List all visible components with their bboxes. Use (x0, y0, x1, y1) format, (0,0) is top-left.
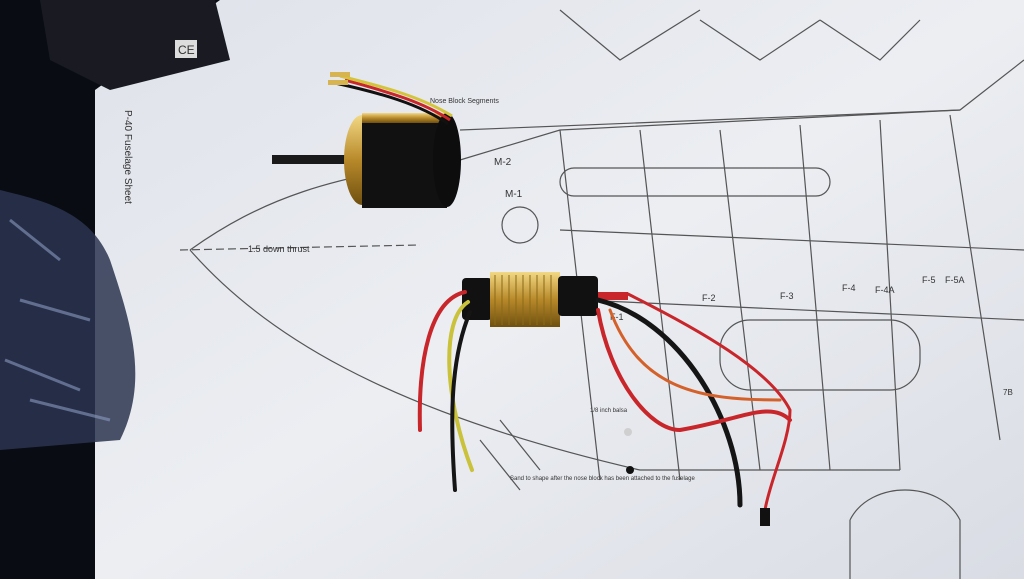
plastic-bag (0, 190, 136, 450)
sheet-title: P-40 Fuselage Sheet (122, 110, 133, 204)
m1-label: M-1 (505, 189, 523, 200)
7b-label: 7B (1003, 388, 1013, 397)
esc-controller (417, 272, 792, 526)
nose-block-label: Nose Block Segments (430, 98, 499, 105)
f4a-label: F-4A (875, 285, 895, 295)
sand-note: Sand to shape after the nose block has b… (510, 476, 695, 482)
f2-label: F-2 (702, 293, 716, 303)
f5-label: F-5 (922, 275, 936, 285)
box (40, 0, 230, 90)
brushless-motor (272, 72, 461, 208)
f4-label: F-4 (842, 283, 856, 293)
f1-label: F-1 (610, 312, 624, 322)
f3-label: F-3 (780, 291, 794, 301)
f5a-label: F-5A (945, 275, 965, 285)
ce-label: CE (178, 43, 195, 57)
m2-label: M-2 (494, 157, 512, 168)
balsa-label: 1/8 inch balsa (590, 408, 628, 414)
ce-mark (175, 40, 197, 58)
thrust-label: 1.5 down thrust (248, 244, 310, 254)
